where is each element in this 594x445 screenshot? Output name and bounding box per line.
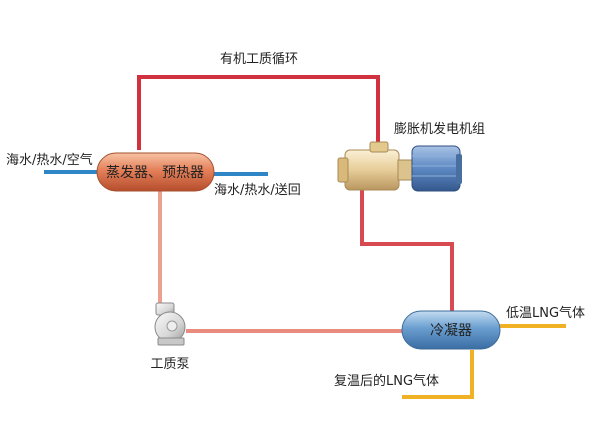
condenser-label: 冷凝器	[430, 323, 472, 339]
expander-to-condenser-pipe	[360, 188, 454, 312]
centrifugal-pump-icon[interactable]	[154, 302, 186, 346]
condenser-vessel[interactable]: 冷凝器	[401, 310, 501, 350]
hot-working-fluid-pipe	[137, 75, 380, 150]
pump-label: 工质泵	[150, 357, 189, 372]
cycle-title-label: 有机工质循环	[220, 52, 298, 67]
lng-out-label: 低温LNG气体	[506, 305, 585, 321]
lng-back-label: 复温后的LNG气体	[334, 373, 439, 389]
expander-generator-icon[interactable]	[337, 141, 462, 192]
expander-label: 膨胀机发电机组	[394, 121, 485, 137]
seawater-out-label: 海水/热水/送回	[214, 183, 301, 198]
evaporator-label: 蒸发器、预热器	[106, 165, 204, 181]
lng-back-pipe	[402, 350, 474, 399]
seawater-in-label: 海水/热水/空气	[6, 152, 93, 168]
evaporator-preheater-vessel[interactable]: 蒸发器、预热器	[96, 152, 215, 192]
